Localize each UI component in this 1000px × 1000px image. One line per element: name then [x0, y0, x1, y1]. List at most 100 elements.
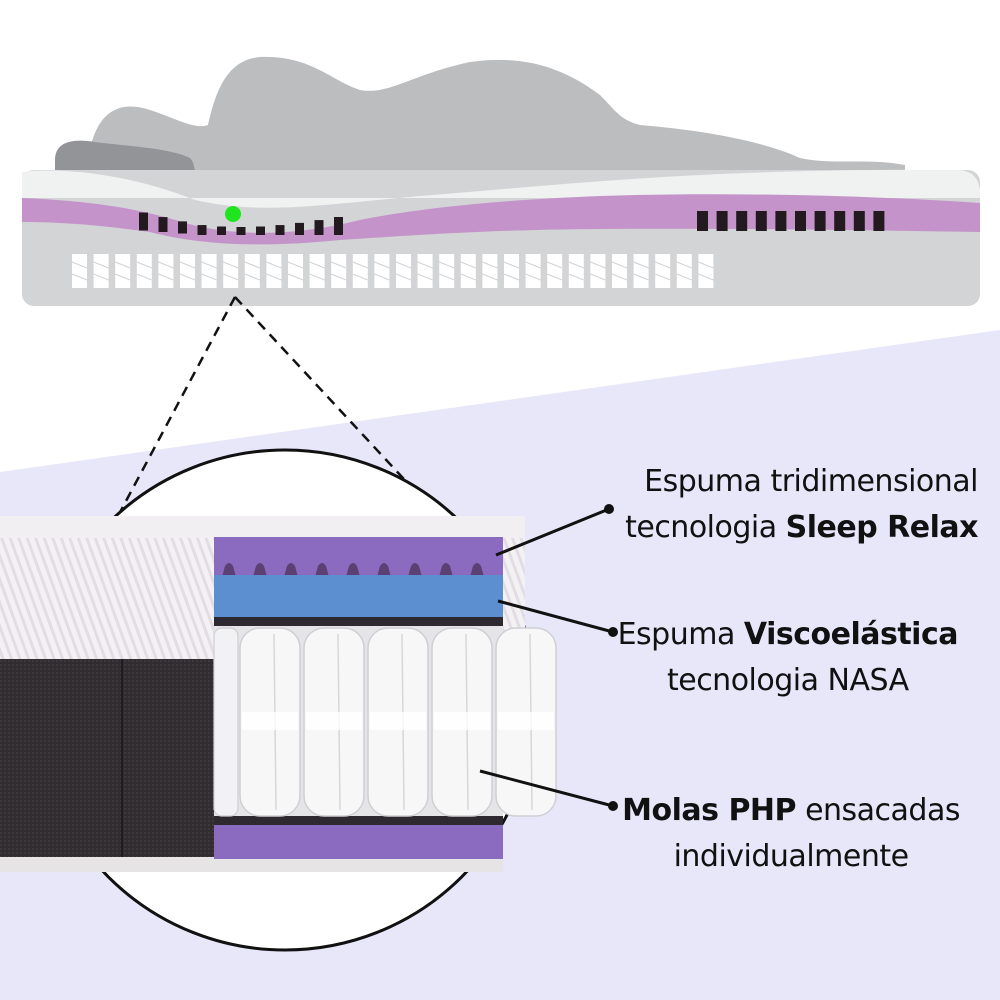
foam-bump: [377, 563, 391, 577]
pressure-mark: [295, 222, 304, 235]
pressure-mark: [334, 217, 343, 235]
leader-dot-1: [604, 504, 614, 514]
purple-foam-layer: [22, 194, 980, 245]
dark-side-panel: [0, 659, 215, 857]
pressure-mark: [197, 225, 207, 235]
zoom-guide-line-left: [116, 296, 237, 517]
sleeping-body-silhouette: [88, 56, 905, 200]
spring-block: [482, 254, 498, 288]
felt-layer-top: [214, 617, 503, 626]
foam-bump: [315, 563, 329, 577]
callout-line: Espuma tridimensional: [625, 459, 978, 505]
mattress-top-illustration: [22, 56, 980, 306]
spring-block: [654, 254, 671, 288]
spring-block: [546, 254, 563, 288]
callout-emphasis: Viscoelástica: [743, 617, 959, 652]
spring-blocks-row: [71, 254, 714, 288]
spring-block: [71, 254, 88, 288]
zoom-guide-line-right: [234, 296, 429, 506]
callout-line: Espuma Viscoelástica: [617, 612, 959, 658]
spring-block: [698, 254, 714, 288]
felt-layer-bottom: [214, 815, 503, 825]
spring-block: [222, 254, 239, 288]
fabric-top-edge: [0, 516, 525, 538]
spring-block: [244, 254, 261, 288]
pressure-mark: [217, 226, 226, 235]
spring-block: [611, 254, 628, 288]
leader-line-1: [495, 507, 610, 557]
pressure-mark: [139, 212, 148, 231]
callout-text: tecnologia: [625, 510, 786, 545]
leader-line-2: [497, 599, 614, 634]
spring-block: [374, 254, 390, 288]
foam-bump: [408, 563, 422, 577]
pressure-mark: [256, 226, 265, 235]
pressure-mark: [178, 221, 187, 234]
pocket-spring: [367, 627, 429, 817]
spring-block: [438, 254, 455, 288]
callout-text: individualmente: [673, 839, 910, 874]
callout-viscoelastic-foam: Espuma Viscoelástica tecnologia NASA: [617, 612, 959, 704]
foam-bump: [439, 563, 453, 577]
leader-dot-3: [608, 801, 618, 811]
callout-text: Espuma: [617, 617, 744, 652]
pressure-mark: [697, 211, 708, 231]
spring-block: [330, 254, 347, 288]
pocket-spring: [495, 627, 557, 817]
fabric-bottom-edge: [0, 857, 503, 872]
callout-pocket-springs: Molas PHP ensacadas individualmente: [622, 788, 960, 880]
callout-leaders: [479, 504, 618, 811]
foam-bump: [222, 563, 236, 577]
viscoelastic-foam-layer: [214, 575, 503, 617]
pressure-mark: [236, 227, 246, 235]
callout-emphasis: Molas PHP: [622, 793, 797, 828]
callout-text: Espuma tridimensional: [644, 464, 978, 499]
pocket-spring-partial: [213, 627, 239, 817]
comfort-layer: [22, 169, 980, 208]
pressure-mark: [873, 211, 885, 231]
mattress-cross-section: [0, 516, 557, 872]
spring-block: [309, 254, 325, 288]
pressure-mark: [755, 211, 767, 231]
pressure-mark: [314, 220, 324, 235]
foam-bump: [346, 563, 360, 577]
pressure-point-dot: [225, 206, 241, 222]
callout-text: ensacadas: [796, 793, 960, 828]
spring-block: [179, 254, 196, 288]
leader-dot-2: [608, 627, 618, 637]
spring-block: [568, 254, 585, 288]
spring-block: [395, 254, 412, 288]
callout-line: tecnologia NASA: [618, 658, 958, 704]
pressure-mark: [814, 211, 826, 231]
pressure-mark: [736, 211, 748, 231]
spring-block: [287, 254, 304, 288]
spring-block: [352, 254, 369, 288]
foam-egg-crate-profile: [222, 563, 484, 577]
callout-sleep-relax-foam: Espuma tridimensional tecnologia Sleep Re…: [625, 459, 978, 551]
foam-bump: [470, 563, 484, 577]
callout-emphasis: Sleep Relax: [785, 510, 979, 545]
callout-line: individualmente: [622, 834, 960, 880]
spring-block: [158, 254, 174, 288]
pressure-mark: [716, 211, 728, 231]
pressure-marks-right: [697, 211, 885, 231]
pressure-mark: [834, 211, 846, 231]
spring-block: [590, 254, 606, 288]
leader-line-3: [479, 769, 614, 808]
callout-line: Molas PHP ensacadas: [622, 788, 960, 834]
spring-block: [266, 254, 282, 288]
foam-bump: [253, 563, 267, 577]
pocket-spring: [239, 627, 301, 817]
pressure-mark: [275, 225, 285, 235]
pressure-mark: [158, 217, 168, 232]
spring-block: [93, 254, 109, 288]
spring-block: [417, 254, 433, 288]
callout-text: tecnologia NASA: [666, 663, 909, 698]
base-foam-layer: [214, 825, 503, 859]
pressure-mark: [795, 211, 806, 231]
pressure-mark: [775, 211, 787, 231]
pocket-springs: [213, 627, 557, 817]
spring-block: [633, 254, 649, 288]
pressure-marks-left: [139, 212, 343, 235]
